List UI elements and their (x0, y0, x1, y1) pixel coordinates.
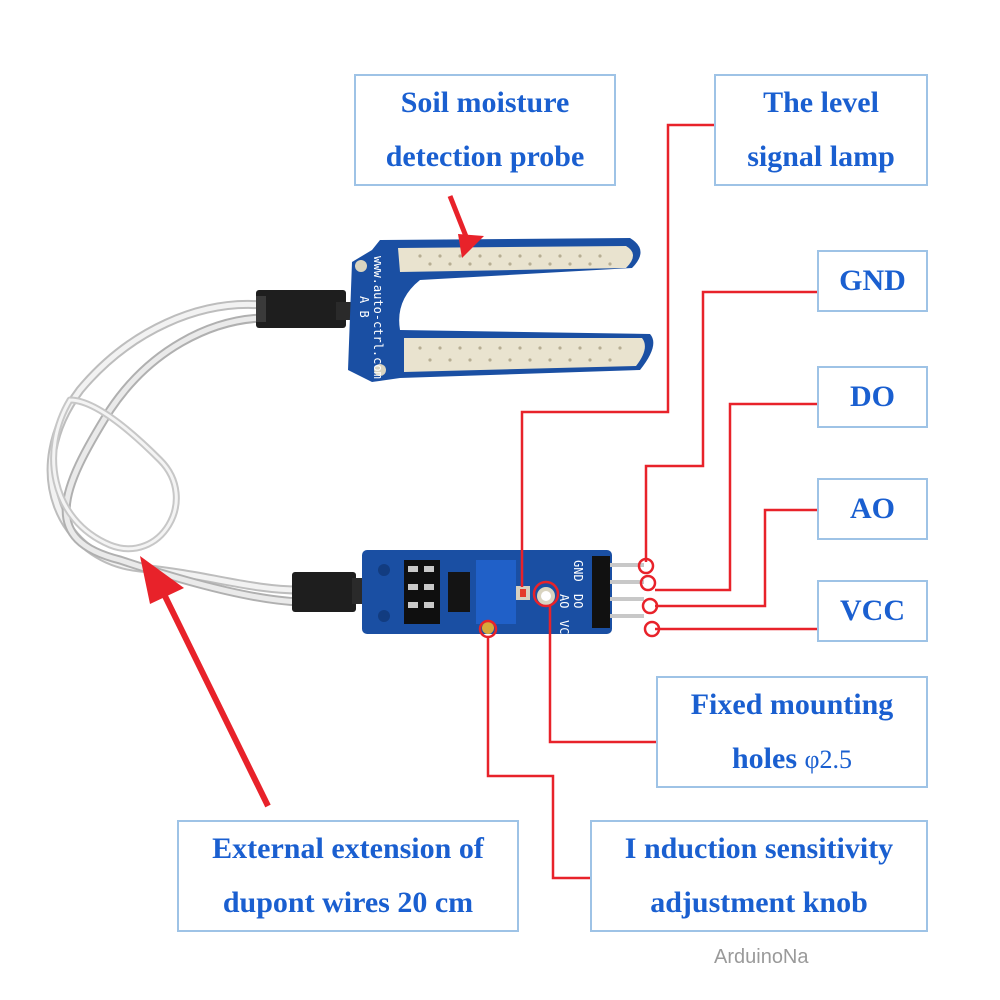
callout-knob: I nduction sensitivity adjustment knob (590, 820, 928, 932)
probe-pin-labels: A B (357, 296, 371, 318)
wires-label-line2: dupont wires 20 cm (222, 886, 474, 919)
holes-label-line2: holes (731, 741, 797, 775)
potentiometer (476, 560, 516, 624)
knob-leader (486, 636, 590, 880)
callout-ao: AO (817, 478, 928, 540)
pin-ring-ao (641, 597, 659, 615)
knob-ring (478, 619, 498, 639)
probe-mounting-hole (355, 260, 367, 272)
gnd-label: GND (839, 264, 906, 297)
hole-ring (532, 580, 560, 608)
callout-gnd: GND (817, 250, 928, 312)
do-leader (655, 402, 817, 592)
pin-ring-do (639, 574, 657, 592)
vcc-label: VCC (840, 594, 905, 627)
lamp-label-line2: signal lamp (747, 140, 895, 173)
probe-arrow (447, 195, 484, 258)
callout-vcc: VCC (817, 580, 928, 642)
wire-arrow (140, 556, 271, 808)
pin-ring-vcc (643, 620, 661, 638)
probe-connector (256, 290, 358, 328)
header-pins (592, 556, 610, 628)
callout-mounting-holes: Fixed mounting holes φ2.5 (656, 676, 928, 788)
dupont-wires (46, 299, 305, 607)
callout-probe: Soil moisture detection probe (354, 74, 616, 186)
pin-label-gnd: GND (571, 560, 585, 582)
lamp-label-line1: The level (763, 86, 879, 119)
comparator-chip (448, 572, 470, 612)
holes-leader (548, 606, 656, 744)
gnd-leader (644, 290, 817, 562)
knob-label-line2: adjustment knob (650, 886, 868, 919)
lamp-leader (520, 123, 714, 587)
ao-label: AO (850, 492, 895, 525)
callout-lamp: The level signal lamp (714, 74, 928, 186)
holes-label-line1: Fixed mounting (690, 687, 894, 721)
module-board: GND DO AO VCC (362, 550, 644, 642)
callout-wires: External extension of dupont wires 20 cm (177, 820, 519, 932)
probe-board: www.auto-ctrl.com A B (348, 238, 654, 382)
pin-ring-gnd (637, 557, 655, 575)
pin-label-do: DO (571, 594, 585, 608)
leader-lines (478, 123, 817, 880)
module-connector (292, 572, 372, 612)
probe-url: www.auto-ctrl.com (371, 256, 385, 379)
ao-leader (655, 508, 817, 608)
holes-size: φ2.5 (804, 744, 853, 774)
do-label: DO (850, 380, 895, 413)
probe-label-line1: Soil moisture (400, 86, 570, 119)
knob-label-line1: I nduction sensitivity (624, 832, 894, 865)
watermark: ArduinoNa (714, 946, 809, 968)
callout-do: DO (817, 366, 928, 428)
wires-label-line1: External extension of (212, 832, 484, 865)
probe-label-line2: detection probe (385, 140, 585, 173)
knob-screw (482, 622, 494, 634)
pin-label-ao: AO (557, 594, 571, 608)
pin-label-vcc: VCC (557, 620, 571, 642)
probe-mounting-hole (374, 364, 386, 376)
